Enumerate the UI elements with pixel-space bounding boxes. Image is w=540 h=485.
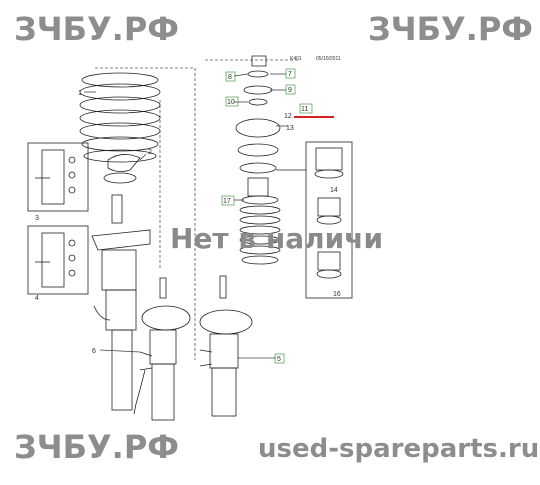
top-mount-stack xyxy=(235,55,281,265)
dashed-guide-lines xyxy=(95,59,300,360)
watermark-bottom-right: used-spareparts.ru xyxy=(258,434,540,464)
coil-spring xyxy=(79,72,161,163)
dust-boot xyxy=(239,195,281,265)
leader-lines xyxy=(84,73,288,359)
right-strut xyxy=(199,275,253,417)
callout-1: 1 xyxy=(78,90,82,97)
callout-7: 7 xyxy=(288,71,292,78)
middle-strut xyxy=(133,277,191,421)
watermark-top-left: ЗЧБУ.РФ xyxy=(14,10,179,48)
availability-banner: Нет в наличи xyxy=(170,222,384,255)
callout-16: 16 xyxy=(333,291,341,298)
detail-box-3 xyxy=(27,142,89,212)
bump-stop-detail-box xyxy=(276,141,353,299)
callout-5: 5 xyxy=(277,356,281,363)
callout-10: 10 xyxy=(227,99,235,106)
watermark-top-right: ЗЧБУ.РФ xyxy=(368,10,533,48)
callout-11: 11 xyxy=(301,106,308,113)
spring-seat xyxy=(103,154,141,184)
callout-6: 6 xyxy=(92,348,96,355)
left-strut xyxy=(91,194,151,411)
callout-4: 4 xyxy=(35,295,39,302)
callout-3: 3 xyxy=(35,215,39,222)
diagram-code: K401 xyxy=(290,56,302,62)
diagram-date: 05/10/2011 xyxy=(316,56,341,62)
callout-12: 12 xyxy=(284,113,292,120)
callout-9: 9 xyxy=(288,87,292,94)
detail-box-4 xyxy=(27,225,89,295)
callout-labels: K401 05/10/2011 1 2 3 4 5 6 7 8 9 10 11 … xyxy=(35,56,341,364)
callout-17: 17 xyxy=(223,198,231,205)
callout-2: 2 xyxy=(148,149,152,156)
callout-14: 14 xyxy=(330,187,338,194)
callout-8: 8 xyxy=(228,74,232,81)
watermark-bottom-left: ЗЧБУ.РФ xyxy=(14,428,179,466)
callout-13: 13 xyxy=(286,125,294,132)
